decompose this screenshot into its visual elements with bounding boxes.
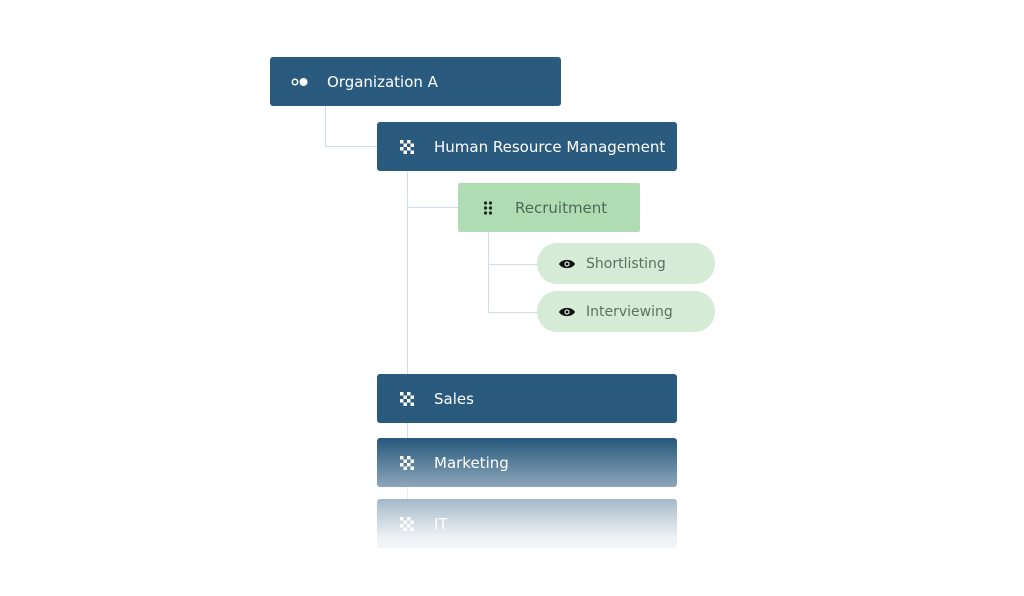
task-node-interviewing[interactable]: Interviewing [537,291,715,332]
connector-departments [407,171,408,501]
checker-icon [396,452,418,474]
task-label: Interviewing [586,303,673,320]
connector-root-hr [325,146,377,147]
department-node-hr[interactable]: Human Resource Management [377,122,677,171]
department-node-sales[interactable]: Sales [377,374,677,423]
department-label: Marketing [434,453,509,472]
checker-icon [396,513,418,535]
circles-icon [289,71,311,93]
department-node-it[interactable]: IT [377,499,677,548]
connector-recruitment [488,232,489,313]
connector-hr-recruitment [407,207,459,208]
department-node-marketing[interactable]: Marketing [377,438,677,487]
department-label: IT [434,514,448,533]
org-node-root-label: Organization A [327,72,438,91]
checker-icon [396,388,418,410]
department-label: Sales [434,389,474,408]
eye-icon [556,253,578,275]
team-node-recruitment[interactable]: Recruitment [458,183,640,232]
connector-shortlisting [488,264,538,265]
connector-root [325,106,326,147]
eye-icon [556,301,578,323]
task-label: Shortlisting [586,255,666,272]
drag-dots-icon [477,197,499,219]
task-node-shortlisting[interactable]: Shortlisting [537,243,715,284]
checker-icon [396,136,418,158]
team-label: Recruitment [515,198,608,217]
department-label: Human Resource Management [434,137,666,156]
org-node-root[interactable]: Organization A [270,57,561,106]
connector-interviewing [488,312,538,313]
